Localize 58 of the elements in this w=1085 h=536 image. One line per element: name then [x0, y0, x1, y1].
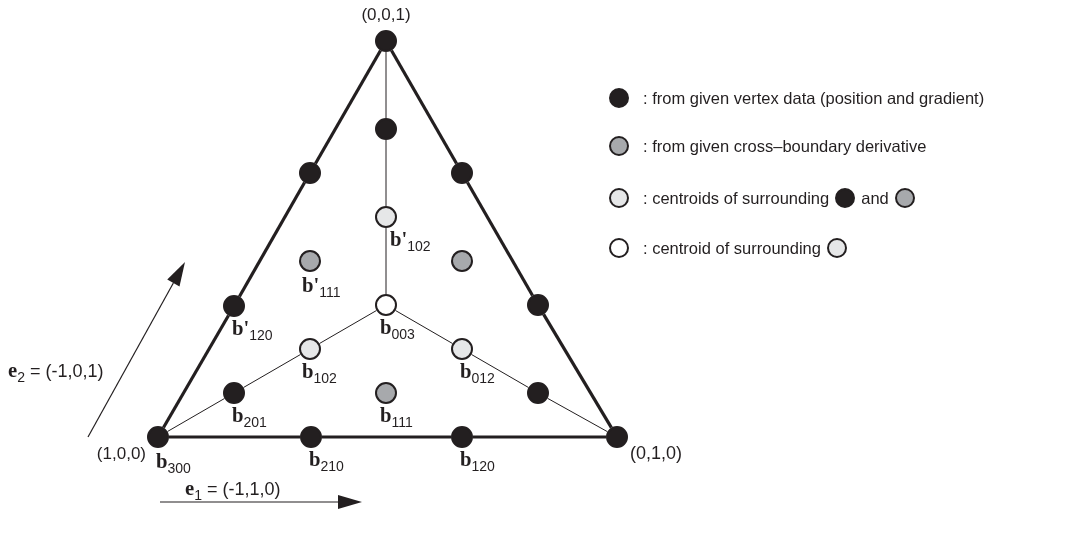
point-marker — [223, 382, 245, 404]
point-marker — [451, 250, 473, 272]
line-segment — [547, 397, 608, 433]
point-marker — [451, 162, 473, 184]
line-segment — [390, 49, 458, 165]
point-marker — [299, 250, 321, 272]
point-label: b$_{012}$ — [460, 361, 495, 385]
point-marker — [375, 206, 397, 228]
point-marker — [451, 338, 473, 360]
point-marker — [223, 295, 245, 317]
legend-text: : centroids of surrounding — [643, 188, 830, 208]
legend-text: : from given vertex data (position and gradient) — [643, 88, 985, 108]
line-segment — [542, 313, 613, 429]
point-marker — [300, 426, 322, 448]
point-label: b$_{111}$ — [380, 405, 413, 429]
point-label: b'$_{102}$ — [390, 229, 431, 253]
line-segment — [322, 435, 451, 439]
point-label: (1,0,0) — [96, 445, 146, 462]
point-marker — [375, 30, 397, 52]
legend-text: and — [861, 188, 889, 208]
point-label: b'$_{120}$ — [232, 318, 273, 342]
point-label: (0,1,0) — [630, 444, 683, 462]
line-segment — [314, 49, 382, 165]
point-marker — [375, 118, 397, 140]
point-marker — [527, 382, 549, 404]
line-segment — [243, 354, 301, 388]
point-label: b$_{201}$ — [232, 405, 267, 429]
vector-label: e$_{2}$ = (-1,0,1) — [8, 360, 104, 384]
line-segment — [319, 310, 377, 344]
line-segment — [385, 139, 387, 207]
line-segment — [385, 227, 387, 295]
point-marker — [375, 294, 397, 316]
legend-text: : from given cross–boundary derivative — [643, 136, 927, 156]
point-label: b$_{210}$ — [309, 449, 344, 473]
line-segment — [385, 51, 387, 119]
point-label: b$_{003}$ — [380, 317, 415, 341]
point-marker — [375, 382, 397, 404]
point-label: b$_{102}$ — [302, 361, 337, 385]
point-marker — [299, 162, 321, 184]
point-marker — [451, 426, 473, 448]
line-segment — [395, 310, 453, 344]
line-segment — [238, 181, 306, 298]
point-label: (0,0,1) — [361, 6, 411, 23]
point-label: b$_{120}$ — [460, 449, 495, 473]
line-segment — [466, 181, 534, 297]
line-segment — [167, 398, 225, 432]
vector-label: e$_{1}$ = (-1,1,0) — [185, 478, 281, 502]
line-segment — [473, 435, 606, 439]
point-label: b'$_{111}$ — [302, 275, 341, 299]
point-label: b$_{300}$ — [156, 451, 191, 475]
line-segment — [169, 435, 300, 439]
point-marker — [527, 294, 549, 316]
point-marker — [147, 426, 169, 448]
line-segment — [162, 314, 230, 429]
line-segment — [471, 354, 529, 388]
point-marker — [299, 338, 321, 360]
point-marker — [606, 426, 628, 448]
legend-text: : centroid of surrounding — [643, 238, 821, 258]
